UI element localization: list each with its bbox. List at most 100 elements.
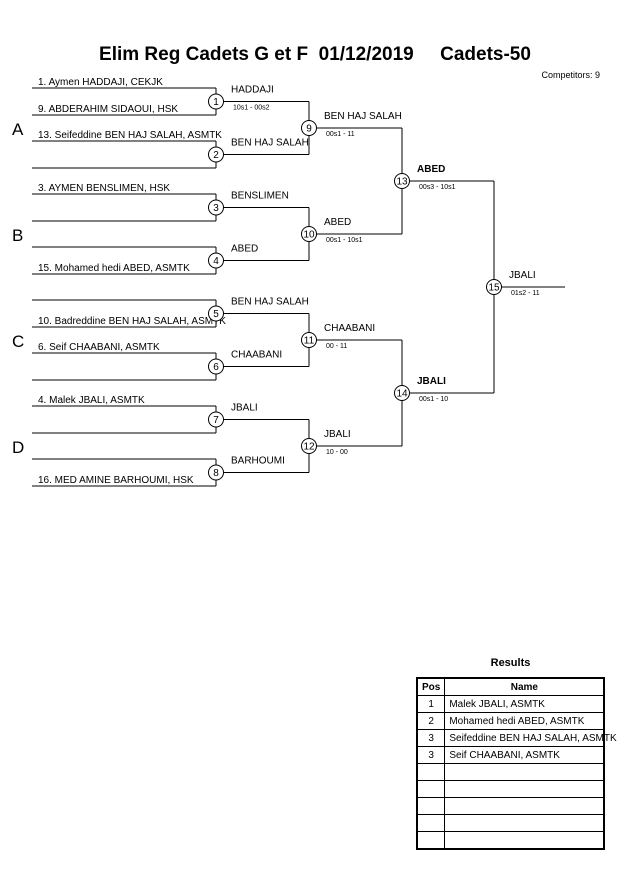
- results-title: Results: [490, 657, 531, 669]
- match-circle: [208, 146, 224, 163]
- match-score: 10s1 - 00s2: [233, 105, 270, 112]
- entry-name: 15. Mohamed hedi ABED, ASMTK: [38, 263, 190, 274]
- match-circle-number: 8: [213, 468, 219, 479]
- match-winner-name: ABED: [417, 164, 445, 175]
- match-winner-name: JBALI: [324, 429, 351, 440]
- result-name: Seifeddine BEN HAJ SALAH, ASMTK: [444, 729, 617, 747]
- table-row: [416, 797, 605, 815]
- match-circle-number: 3: [213, 203, 219, 214]
- result-pos: [416, 780, 446, 798]
- match-circle-number: 11: [304, 336, 315, 347]
- match-circle-number: 4: [213, 256, 219, 267]
- match-winner-name: JBALI: [231, 403, 258, 414]
- pool-label: D: [12, 438, 24, 457]
- entry-name: 1. Aymen HADDAJI, CEKJK: [38, 77, 163, 88]
- result-pos: [416, 763, 446, 781]
- match-circle: [394, 173, 410, 189]
- match-circle: [208, 252, 224, 269]
- match-winner-name: BEN HAJ SALAH: [231, 138, 309, 149]
- match-winner-name: BARHOUMI: [231, 456, 285, 467]
- match-circle-number: 6: [213, 362, 219, 373]
- entry-name: 6. Seif CHAABANI, ASMTK: [38, 342, 160, 353]
- match-circle-number: 14: [396, 389, 408, 400]
- match-winner-name: BEN HAJ SALAH: [231, 297, 309, 308]
- result-pos: 2: [416, 712, 446, 730]
- match-circle: [208, 305, 224, 322]
- result-pos: [416, 814, 446, 832]
- match-score: 01s2 - 11: [511, 290, 540, 297]
- result-name: [444, 814, 605, 832]
- result-pos: 1: [416, 695, 446, 713]
- results-header-row: Pos Name: [416, 677, 605, 696]
- match-circle: [208, 464, 224, 481]
- match-circle: [208, 358, 224, 375]
- table-row: [416, 814, 605, 832]
- match-circle-number: 15: [488, 283, 500, 294]
- match-circle-number: 2: [213, 150, 219, 161]
- entry-name: 13. Seifeddine BEN HAJ SALAH, ASMTK: [38, 130, 222, 141]
- name-header: Name: [444, 677, 605, 696]
- match-score: 00s1 - 10s1: [326, 237, 363, 244]
- result-name: [444, 831, 605, 850]
- result-name: Malek JBALI, ASMTK: [444, 695, 605, 713]
- match-winner-name: BEN HAJ SALAH: [324, 111, 402, 122]
- entry-name: 10. Badreddine BEN HAJ SALAH, ASMTK: [38, 316, 226, 327]
- match-circle: [208, 199, 224, 216]
- match-winner-name: JBALI: [417, 376, 446, 387]
- table-row: [416, 763, 605, 781]
- page-title: Elim Reg Cadets G et F 01/12/2019 Cadets…: [99, 44, 531, 65]
- result-pos: 3: [416, 729, 446, 747]
- match-circle: [486, 279, 502, 295]
- match-winner-name: ABED: [324, 217, 351, 228]
- match-winner-name: ABED: [231, 244, 258, 255]
- table-row: [416, 780, 605, 798]
- tournament-bracket: 1. Aymen HADDAJI, CEKJK 9. ABDERAHIM SIDA…: [12, 77, 565, 487]
- entry-name: 9. ABDERAHIM SIDAOUI, HSK: [38, 104, 178, 115]
- result-pos: 3: [416, 746, 446, 764]
- result-name: Mohamed hedi ABED, ASMTK: [444, 712, 605, 730]
- entry-name: 4. Malek JBALI, ASMTK: [38, 395, 145, 406]
- match-winner-name: HADDAJI: [231, 85, 274, 96]
- entry-name: 3. AYMEN BENSLIMEN, HSK: [38, 183, 170, 194]
- match-circle: [301, 120, 317, 136]
- match-circle: [301, 332, 317, 348]
- match-score: 10 - 00: [326, 449, 348, 456]
- table-row: [416, 831, 605, 850]
- result-pos: [416, 797, 446, 815]
- entry-name: 16. MED AMINE BARHOUMI, HSK: [38, 475, 194, 486]
- result-name: [444, 797, 605, 815]
- match-score: 00 - 11: [326, 343, 347, 350]
- match-circle-number: 5: [213, 309, 219, 320]
- match-score: 00s1 - 11: [326, 131, 355, 138]
- match-circle-number: 12: [303, 442, 315, 453]
- match-circle-number: 1: [213, 97, 219, 108]
- match-circle: [208, 411, 224, 428]
- match-circle: [394, 385, 410, 401]
- result-name: [444, 763, 605, 781]
- pos-header: Pos: [416, 677, 446, 696]
- match-circle-number: 10: [303, 230, 315, 241]
- match-circle: [301, 226, 317, 242]
- match-circle-number: 9: [306, 124, 312, 135]
- pool-label: C: [12, 332, 24, 351]
- match-winner-name: CHAABANI: [324, 323, 375, 334]
- match-circle-number: 13: [396, 177, 408, 188]
- match-winner-name: BENSLIMEN: [231, 191, 289, 202]
- result-pos: [416, 831, 446, 850]
- result-name: [444, 780, 605, 798]
- match-circle: [301, 438, 317, 454]
- match-winner-name: CHAABANI: [231, 350, 282, 361]
- pool-label: B: [12, 226, 23, 245]
- match-score: 00s1 - 10: [419, 396, 448, 403]
- match-score: 00s3 - 10s1: [419, 184, 456, 191]
- pool-label: A: [12, 120, 24, 139]
- competitors-count: Competitors: 9: [541, 70, 600, 80]
- match-winner-name: JBALI: [509, 270, 536, 281]
- match-circle: [208, 93, 224, 110]
- match-circle-number: 7: [213, 415, 219, 426]
